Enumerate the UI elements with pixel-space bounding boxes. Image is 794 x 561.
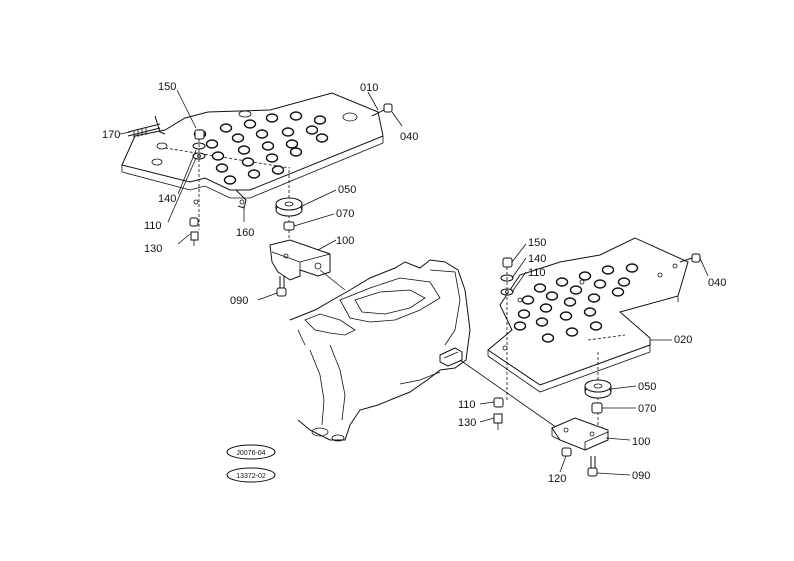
- plate-hole: [545, 291, 559, 301]
- plate-hole: [611, 287, 625, 297]
- plate-hole: [533, 283, 547, 293]
- plate-hole: [281, 127, 295, 137]
- plate-hole: [223, 175, 237, 185]
- label-140-right: 140: [528, 253, 546, 265]
- label-020: 020: [674, 334, 692, 346]
- bracket-160: [235, 189, 247, 209]
- label-110-left: 110: [144, 220, 162, 232]
- plate-hole: [241, 157, 255, 167]
- plate-hole: [565, 327, 579, 337]
- plate-hole: [243, 119, 257, 129]
- right-fastener-stack-top: [500, 257, 514, 400]
- plate-hole: [513, 321, 527, 331]
- badge-bottom: 13372-02: [236, 473, 266, 480]
- plate-hole: [265, 113, 279, 123]
- bolt-090-right: [587, 456, 598, 477]
- plate-hole: [587, 293, 601, 303]
- plate-hole: [583, 307, 597, 317]
- pin-170: [127, 115, 166, 138]
- plate-hole: [247, 169, 261, 179]
- plate-hole: [237, 145, 251, 155]
- label-130-right: 130: [458, 417, 476, 429]
- label-leaders: [119, 89, 709, 476]
- plate-hole: [205, 139, 219, 149]
- plate-hole: [559, 311, 573, 321]
- part-labels: 150 010 170 040 140 110 160 050 070 130 …: [102, 81, 726, 485]
- label-160: 160: [236, 227, 254, 239]
- bolt-090-left: [276, 276, 287, 297]
- plate-hole: [211, 151, 225, 161]
- plate-hole: [219, 123, 233, 133]
- plate-hole: [261, 141, 275, 151]
- plate-hole: [289, 111, 303, 121]
- plate-hole: [517, 309, 531, 319]
- bracket-100-left: [269, 239, 331, 281]
- label-120: 120: [548, 473, 566, 485]
- label-110-right-top: 110: [528, 267, 546, 279]
- plate-hole: [521, 295, 535, 305]
- plate-hole: [313, 115, 327, 125]
- label-040-right: 040: [708, 277, 726, 289]
- left-fastener-stack: [189, 129, 206, 246]
- plate-hole: [589, 321, 603, 331]
- bolt-040-right: [679, 253, 701, 263]
- cushion-050-left: [275, 170, 303, 240]
- label-090-left: 090: [230, 295, 248, 307]
- plate-hole: [541, 333, 555, 343]
- plate-hole: [271, 165, 285, 175]
- label-110-right-bottom: 110: [458, 399, 476, 411]
- plate-hole: [539, 303, 553, 313]
- label-170: 170: [102, 129, 120, 141]
- plate-hole: [601, 265, 615, 275]
- plate-hole: [593, 279, 607, 289]
- label-130-left: 130: [144, 243, 162, 255]
- label-150-left: 150: [158, 81, 176, 93]
- label-100-right: 100: [632, 436, 650, 448]
- plate-hole: [569, 285, 583, 295]
- label-150-right: 150: [528, 237, 546, 249]
- plate-hole: [215, 163, 229, 173]
- bracket-100-right: [551, 417, 609, 451]
- label-070-left: 070: [336, 208, 354, 220]
- plate-hole: [625, 263, 639, 273]
- label-100-left: 100: [336, 235, 354, 247]
- plate-hole: [555, 277, 569, 287]
- plate-hole: [285, 139, 299, 149]
- right-fastener-stack-bottom: [493, 397, 504, 430]
- plate-hole: [315, 133, 329, 143]
- plate-hole: [535, 317, 549, 327]
- plate-hole: [617, 277, 631, 287]
- badge-top: J0076-04: [236, 450, 265, 457]
- label-070-right: 070: [638, 403, 656, 415]
- bolt-120: [561, 447, 572, 457]
- label-010: 010: [360, 82, 378, 94]
- plate-hole: [578, 271, 592, 281]
- right-plate-holes: [513, 263, 639, 343]
- plate-hole: [265, 153, 279, 163]
- plate-hole: [255, 129, 269, 139]
- bolt-040-left: [371, 103, 393, 117]
- leader-lines: [319, 269, 561, 431]
- plate-hole: [305, 125, 319, 135]
- reference-badges: J0076-04 13372-02: [226, 444, 276, 483]
- label-050-left: 050: [338, 184, 356, 196]
- plate-hole: [563, 297, 577, 307]
- plate-hole: [231, 133, 245, 143]
- label-040-left: 040: [400, 131, 418, 143]
- transmission-housing: [289, 259, 471, 442]
- label-050-right: 050: [638, 381, 656, 393]
- label-140-left: 140: [158, 193, 176, 205]
- plate-hole: [289, 147, 303, 157]
- label-090-right: 090: [632, 470, 650, 482]
